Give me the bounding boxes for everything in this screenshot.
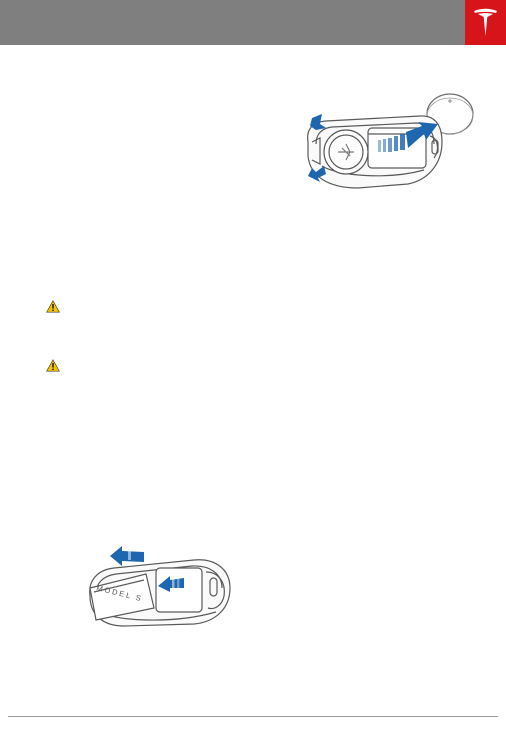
arrow-icon: [308, 114, 438, 182]
key-fob-battery-figure: [307, 93, 474, 189]
key-fob-body: [89, 559, 231, 627]
warning-triangle-icon: [46, 359, 60, 372]
page-header-bar: [0, 0, 506, 45]
arrow-icon: [110, 546, 184, 592]
warning-triangle-icon: [46, 300, 60, 313]
footer-divider: [8, 716, 498, 717]
key-fob-cover-figure: MODEL S: [89, 546, 231, 627]
brand-logo: [465, 0, 506, 45]
tesla-logo-icon: [474, 8, 497, 36]
